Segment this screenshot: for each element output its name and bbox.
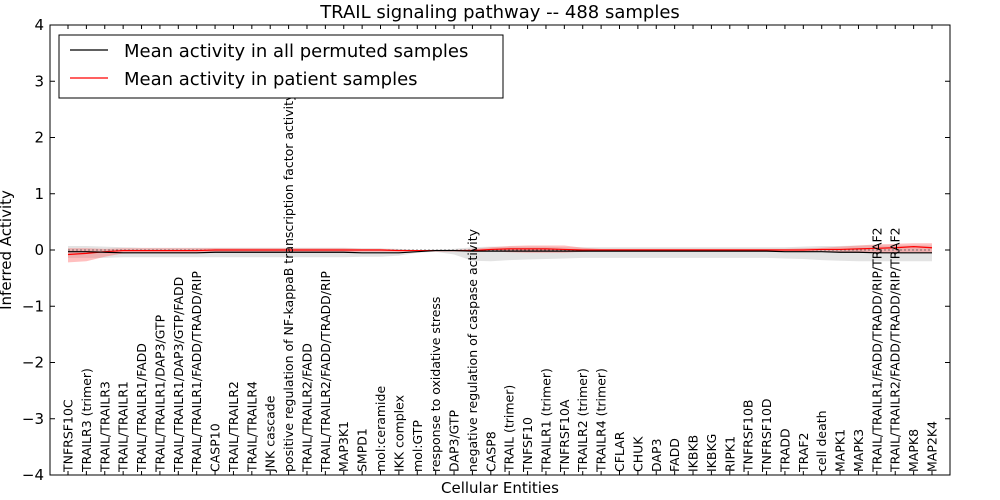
x-tick-label: IKK complex	[391, 395, 406, 472]
x-tick-label: TRAILR1 (trimer)	[538, 368, 553, 473]
x-tick-label: negative regulation of caspase activity	[465, 228, 480, 472]
y-tick-label: 0	[34, 241, 44, 259]
band-patient	[68, 243, 932, 263]
x-tick-label: TRAIL/TRAILR2/FADD	[299, 343, 314, 473]
x-tick-label: TRADD	[777, 428, 792, 473]
x-tick-label: mol:ceramide	[373, 386, 388, 472]
x-tick-label: CASP8	[483, 431, 498, 472]
x-tick-label: TRAIL/TRAILR1/FADD	[134, 343, 149, 473]
y-tick-label: −4	[22, 466, 44, 484]
y-tick-label: 1	[34, 185, 44, 203]
y-axis-ticks: −4 −3 −2 −1 0 1 2 3 4	[22, 16, 950, 484]
y-tick-label: 4	[34, 16, 44, 34]
x-tick-label: TNFRSF10A	[557, 399, 572, 473]
chart-title: TRAIL signaling pathway -- 488 samples	[319, 2, 680, 23]
x-tick-label: TNFRSF10D	[759, 398, 774, 473]
x-tick-label: MAPK3	[851, 429, 866, 472]
x-tick-label: MAPK1	[833, 429, 848, 472]
legend-label-permuted: Mean activity in all permuted samples	[124, 41, 468, 62]
series-lines	[67, 246, 933, 256]
x-tick-label: TRAIL/TRAILR3	[97, 381, 112, 473]
x-axis-label: Cellular Entities	[441, 479, 559, 497]
x-tick-label: IKBKB	[686, 435, 701, 472]
x-tick-label: DAP3	[649, 439, 664, 472]
x-tick-label: SMPD1	[355, 428, 370, 472]
x-tick-label: TRAIL/TRAILR1/DAP3/GTP/FADD	[171, 277, 186, 473]
x-tick-label: TRAIL/TRAILR2/FADD/TRADD/RIP/TRAF2	[888, 227, 903, 473]
x-tick-label: TRAF2	[796, 432, 811, 473]
x-tick-label: TRAIL/TRAILR4	[244, 381, 259, 473]
x-tick-label: TRAIL/TRAILR2	[226, 381, 241, 473]
x-tick-label: cell death	[814, 410, 829, 472]
x-tick-label: CHUK	[630, 436, 645, 472]
legend: Mean activity in all permuted samples Me…	[58, 34, 504, 99]
x-tick-label: JNK cascade	[263, 395, 278, 473]
x-tick-label: TRAILR4 (trimer)	[594, 368, 609, 473]
x-tick-label: TNFRSF10C	[61, 399, 76, 473]
x-tick-label: TRAIL/TRAILR1/DAP3/GTP	[152, 314, 167, 473]
x-tick-label: response to oxidative stress	[428, 297, 443, 472]
x-tick-label: MAP2K4	[925, 421, 940, 472]
x-tick-label: TRAIL/TRAILR1/FADD/TRADD/RIP	[189, 271, 204, 473]
y-tick-label: 2	[34, 129, 44, 147]
legend-box	[58, 34, 504, 99]
y-tick-label: 3	[34, 72, 44, 90]
x-tick-label: CASP10	[208, 423, 223, 472]
x-tick-label: TRAIL (trimer)	[502, 385, 517, 473]
y-tick-label: −1	[22, 297, 44, 315]
x-tick-label: IKBKG	[704, 434, 719, 472]
x-tick-label: mol:GTP	[410, 420, 425, 472]
y-tick-label: −2	[22, 354, 44, 372]
x-tick-label: TRAIL/TRAILR2/FADD/TRADD/RIP	[318, 271, 333, 473]
x-tick-label: TRAIL/TRAILR1	[116, 381, 131, 473]
y-tick-label: −3	[22, 410, 44, 428]
x-tick-label: TNFRSF10B	[741, 400, 756, 473]
x-tick-label: TRAILR3 (trimer)	[79, 368, 94, 473]
x-tick-label: MAPK8	[906, 429, 921, 472]
line-patient-mean	[67, 246, 933, 256]
y-axis-label: Inferred Activity	[0, 190, 15, 310]
x-tick-label: TRAIL/TRAILR1/FADD/TRADD/RIP/TRAF2	[869, 227, 884, 473]
x-tick-label: TRAILR2 (trimer)	[575, 368, 590, 473]
x-tick-label: positive regulation of NF-kappaB transcr…	[281, 93, 296, 472]
line-permuted-mean	[68, 249, 932, 254]
x-tick-label: MAP3K1	[336, 421, 351, 472]
x-tick-label: TNFSF10	[520, 417, 535, 473]
x-tick-label: RIPK1	[722, 436, 737, 472]
x-tick-label: DAP3/GTP	[447, 409, 462, 472]
legend-label-patient: Mean activity in patient samples	[124, 69, 418, 90]
x-tick-label: FADD	[667, 438, 682, 472]
x-tick-label: CFLAR	[612, 431, 627, 472]
